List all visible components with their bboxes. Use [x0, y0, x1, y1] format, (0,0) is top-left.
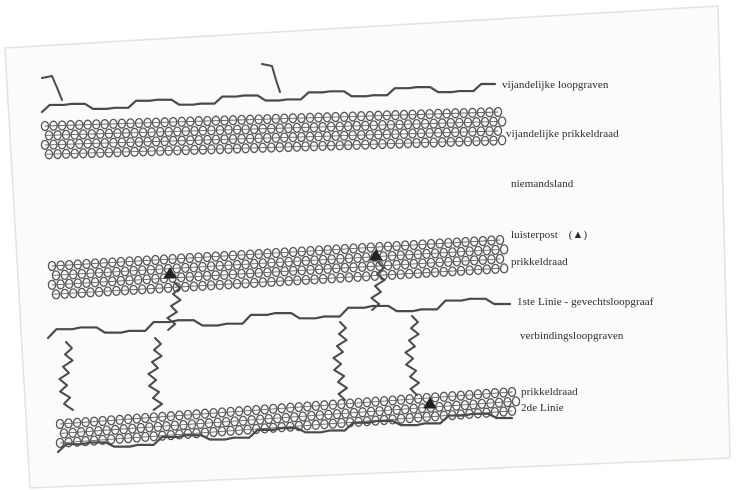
listening-post-symbol: (▲) — [569, 229, 588, 241]
label-wire-front: prikkeldraad — [511, 256, 568, 268]
label-enemy-trench: vijandelijke loopgraven — [502, 79, 608, 91]
label-second-line: 2de Linie — [521, 402, 564, 414]
label-no-mans-land: niemandsland — [511, 178, 573, 190]
label-listening-post: luisterpost (▲) — [511, 229, 587, 241]
label-wire-rear: prikkeldraad — [521, 386, 578, 398]
label-communication-trench: verbindingsloopgraven — [520, 330, 624, 342]
label-first-line: 1ste Linie - gevechtsloopgraaf — [517, 296, 653, 308]
label-enemy-wire: vijandelijke prikkeldraad — [506, 128, 619, 140]
listening-post-text: luisterpost — [511, 229, 558, 241]
